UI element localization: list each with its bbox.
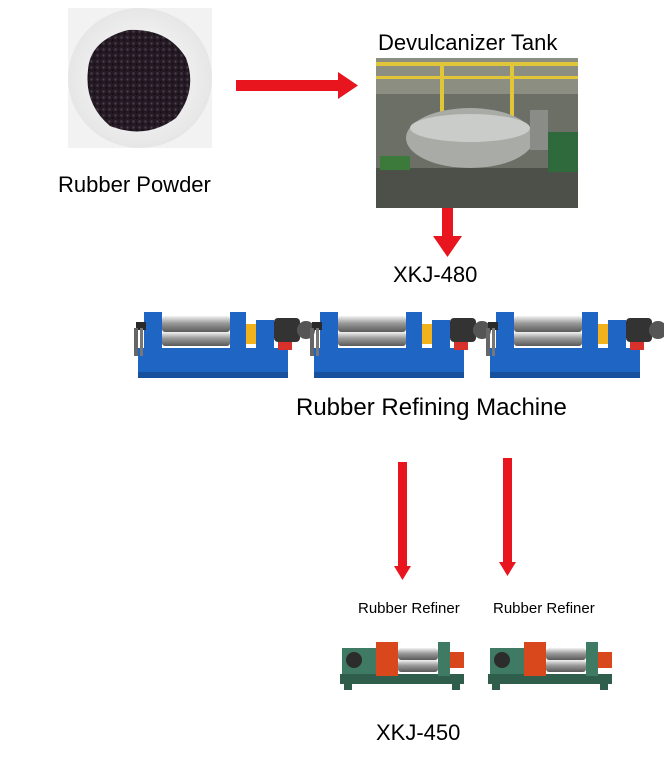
refining-machine-label: Rubber Refining Machine [296, 394, 567, 421]
rubber-refiner-right [488, 642, 612, 690]
refining-machine-3 [486, 312, 664, 378]
devulcanizer-tank-label: Devulcanizer Tank [378, 30, 558, 55]
refining-machine-1 [134, 312, 315, 378]
arrow-tank-to-refining [433, 208, 462, 257]
rubber-powder-image [68, 8, 212, 148]
refining-machine-2 [310, 312, 491, 378]
rubber-refiner-left [340, 642, 464, 690]
arrow-powder-to-tank [236, 72, 358, 99]
rubber-powder-label: Rubber Powder [58, 172, 211, 197]
xkj-450-label: XKJ-450 [376, 720, 461, 745]
arrow-to-refiner-left [394, 462, 411, 580]
devulcanizer-tank-image [376, 58, 578, 208]
arrow-to-refiner-right [499, 458, 516, 576]
xkj-480-label: XKJ-480 [393, 262, 478, 287]
rubber-refiner-right-label: Rubber Refiner [493, 600, 595, 617]
rubber-refiner-left-label: Rubber Refiner [358, 600, 460, 617]
